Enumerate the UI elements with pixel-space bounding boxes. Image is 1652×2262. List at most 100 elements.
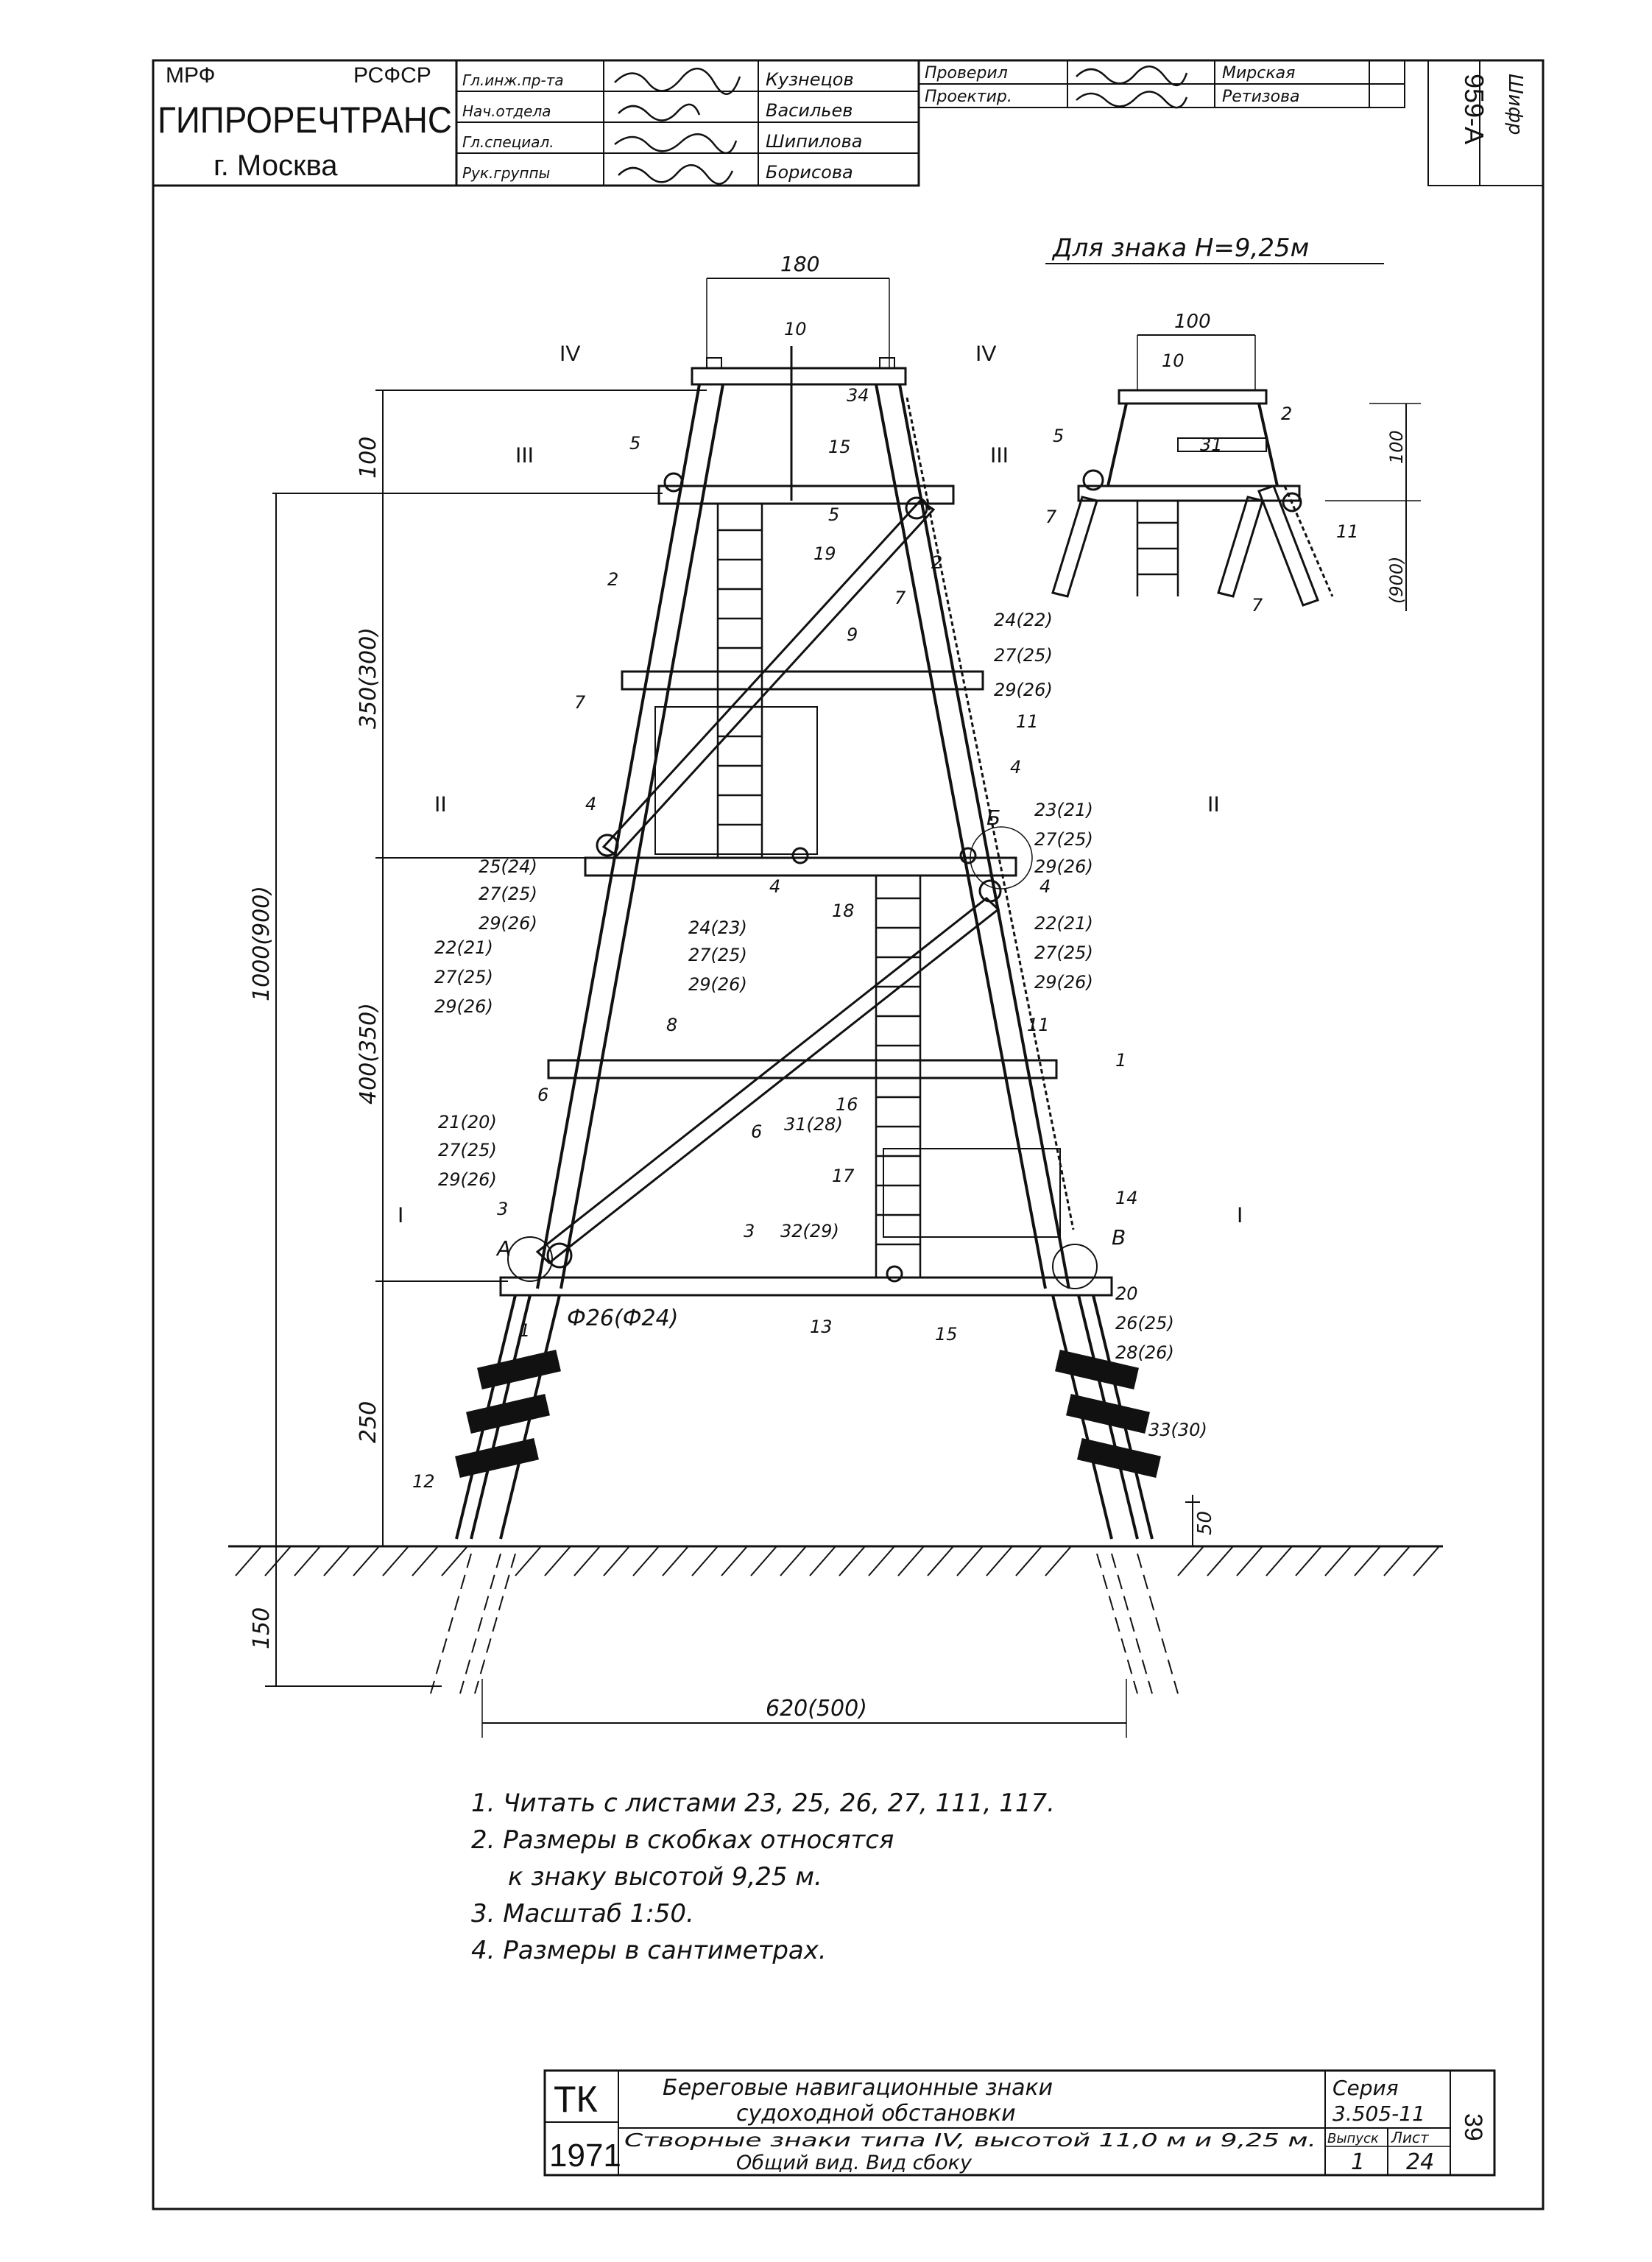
name-3: Шипилова xyxy=(766,131,862,152)
stamp-page: 39 xyxy=(1459,2113,1487,2141)
callout-17: 17 xyxy=(832,1166,855,1186)
callout-13: 13 xyxy=(810,1317,833,1337)
section-iii-left: III xyxy=(515,443,534,468)
code-label: Шифр xyxy=(1504,74,1526,135)
callout-11: 11 xyxy=(1016,711,1039,732)
callout-28-26: 28(26) xyxy=(1115,1342,1174,1363)
name-1: Кузнецов xyxy=(766,69,854,90)
callout-1b: 1 xyxy=(519,1320,530,1341)
stamp-tk: ТК xyxy=(554,2079,598,2120)
dim-ground-section: 250 xyxy=(356,1401,381,1443)
right-name-2: Ретизова xyxy=(1222,88,1300,106)
node-a: А xyxy=(495,1236,511,1261)
callout-29-26d: 29(26) xyxy=(479,913,537,934)
dim-base-width: 620(500) xyxy=(766,1696,867,1722)
signature-3 xyxy=(614,133,738,154)
callout-27-25a: 27(25) xyxy=(994,645,1053,666)
callout-9: 9 xyxy=(847,624,858,645)
section-i-left: I xyxy=(398,1203,403,1227)
callout-6b: 6 xyxy=(751,1121,762,1142)
callout-15: 15 xyxy=(828,437,851,457)
title-block-right: Проверил Проектир. Мирская Ретизова 959-… xyxy=(918,60,1544,186)
callout-14: 14 xyxy=(1115,1188,1138,1208)
callout-29-26b: 29(26) xyxy=(1034,856,1093,877)
role-4: Рук.группы xyxy=(462,164,550,182)
callout-24-23: 24(23) xyxy=(688,917,747,938)
signature-6 xyxy=(1076,91,1188,109)
callout-27-25b: 27(25) xyxy=(1034,829,1093,850)
section-i-right: I xyxy=(1237,1203,1243,1227)
section-iv-left: IV xyxy=(560,342,580,366)
signature-1 xyxy=(614,67,741,95)
section-iv-right: IV xyxy=(975,342,996,366)
code: 959-А xyxy=(1459,74,1489,144)
stamp: ТК 1971 Береговые навигационные знаки су… xyxy=(543,2069,1496,2177)
callout-29-26c: 29(26) xyxy=(1034,972,1093,993)
stamp-series: 3.505-11 xyxy=(1332,2101,1425,2126)
callout-21-20: 21(20) xyxy=(438,1112,497,1132)
note-3: 3. Масштаб 1:50. xyxy=(471,1899,694,1928)
callout-4b: 4 xyxy=(585,794,596,814)
callout-22-21a: 22(21) xyxy=(1034,913,1093,934)
callout-32-29: 32(29) xyxy=(780,1221,839,1241)
org-right: РСФСР xyxy=(353,63,431,88)
right-role-1: Проверил xyxy=(925,64,1008,82)
callout-20: 20 xyxy=(1115,1283,1138,1304)
callout-25-24: 25(24) xyxy=(479,856,537,877)
dim-ground-offset: 50 xyxy=(1194,1511,1216,1535)
institute-name: ГИПРОРЕЧТРАНС xyxy=(158,99,452,141)
node-b: Б xyxy=(986,806,1000,830)
callout-31-28: 31(28) xyxy=(784,1114,843,1135)
callout-7b: 7 xyxy=(574,692,586,713)
role-1: Гл.инж.пр-та xyxy=(462,71,564,89)
callout-12: 12 xyxy=(412,1471,435,1492)
callout-6: 6 xyxy=(537,1085,548,1105)
dim-side-height: 100 xyxy=(1386,430,1407,464)
callout-29-26a: 29(26) xyxy=(994,680,1053,700)
callout-27-25c: 27(25) xyxy=(1034,942,1093,963)
dim-top-width: 180 xyxy=(780,252,819,276)
callout-8: 8 xyxy=(666,1015,677,1035)
side-callout-7b: 7 xyxy=(1252,595,1263,616)
dim-lower-section: 400(350) xyxy=(356,1003,381,1104)
dim-top-height: 100 xyxy=(356,437,381,479)
callout-4d: 4 xyxy=(1039,876,1051,897)
name-2: Васильев xyxy=(766,100,853,121)
role-3: Гл.специал. xyxy=(462,133,554,151)
dim-side-top: 100 xyxy=(1174,311,1211,333)
stamp-issue-label: Выпуск xyxy=(1327,2131,1379,2146)
callout-5: 5 xyxy=(629,433,640,454)
callout-2: 2 xyxy=(607,569,618,590)
callout-27-25e: 27(25) xyxy=(434,967,493,987)
side-callout-5: 5 xyxy=(1053,426,1064,446)
stamp-sheet-desc-1: Створные знаки типа IV, высотой 11,0 м и… xyxy=(624,2129,1316,2151)
callout-34: 34 xyxy=(847,385,869,406)
name-4: Борисова xyxy=(766,162,853,183)
callout-10: 10 xyxy=(784,319,807,339)
side-callout-31: 31 xyxy=(1200,434,1223,455)
left-pile xyxy=(430,1294,561,1694)
callout-11b: 11 xyxy=(1027,1015,1050,1035)
stamp-series-label: Серия xyxy=(1332,2076,1399,2100)
callout-27-25d: 27(25) xyxy=(479,884,537,904)
right-role-2: Проектир. xyxy=(925,88,1012,106)
pile-diam: Ф26(Ф24) xyxy=(567,1306,678,1331)
signature-2 xyxy=(618,103,701,121)
callout-15b: 15 xyxy=(935,1324,958,1345)
side-callout-7: 7 xyxy=(1045,507,1057,527)
variant-note: Для знака Н=9,25м xyxy=(1051,233,1309,263)
callout-29-26e: 29(26) xyxy=(434,996,493,1017)
callout-23-21: 23(21) xyxy=(1034,800,1093,820)
right-pile xyxy=(1051,1294,1179,1694)
callout-16: 16 xyxy=(836,1094,858,1115)
signature-5 xyxy=(1076,66,1188,86)
notes: 1. Читать с листами 23, 25, 26, 27, 111,… xyxy=(471,1789,1055,1965)
dim-side-sub: (900) xyxy=(1386,556,1407,604)
callout-33-30: 33(30) xyxy=(1148,1420,1207,1440)
stamp-title-1: Береговые навигационные знаки xyxy=(663,2075,1053,2101)
callout-2b: 2 xyxy=(931,552,942,573)
side-callout-10: 10 xyxy=(1162,350,1185,371)
section-iii-right: III xyxy=(990,443,1009,468)
callout-22-21b: 22(21) xyxy=(434,937,493,958)
stamp-title-2: судоходной обстановки xyxy=(736,2101,1016,2127)
